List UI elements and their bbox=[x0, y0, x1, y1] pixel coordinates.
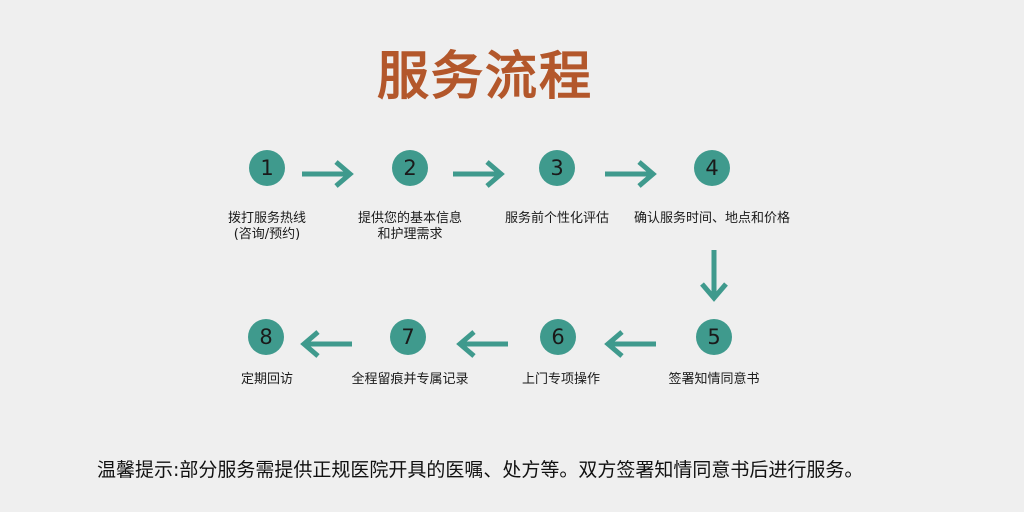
step-8-label: 定期回访 bbox=[240, 372, 293, 387]
arrow-right-icon bbox=[453, 160, 505, 188]
step-2-badge: 2 bbox=[392, 150, 428, 186]
step-3-badge: 3 bbox=[539, 150, 575, 186]
step-6-badge: 6 bbox=[540, 319, 576, 355]
step-1-badge: 1 bbox=[249, 150, 285, 186]
arrow-left-icon bbox=[456, 330, 508, 358]
step-sublabel: 和护理需求 bbox=[377, 227, 443, 242]
notice-text: 温馨提示:部分服务需提供正规医院开具的医嘱、处方等。双方签署知情同意书后进行服务… bbox=[97, 459, 864, 481]
arrow-left-icon bbox=[300, 330, 352, 358]
step-1-label: 拨打服务热线(咨询/预约) bbox=[167, 211, 367, 243]
step-label: 拨打服务热线 bbox=[227, 211, 306, 226]
step-7-label: 全程留痕并专属记录 bbox=[351, 372, 469, 387]
step-5-label: 签署知情同意书 bbox=[668, 372, 760, 387]
step-6-label: 上门专项操作 bbox=[521, 372, 600, 387]
step-label: 提供您的基本信息 bbox=[357, 211, 462, 226]
arrow-left-icon bbox=[604, 330, 656, 358]
step-4-label: 确认服务时间、地点和价格 bbox=[633, 211, 790, 226]
arrow-right-icon bbox=[302, 160, 354, 188]
step-3-label: 服务前个性化评估 bbox=[504, 211, 609, 226]
step-4-badge: 4 bbox=[694, 150, 730, 186]
step-8-badge: 8 bbox=[248, 319, 284, 355]
step-7-badge: 7 bbox=[390, 319, 426, 355]
step-sublabel: (咨询/预约) bbox=[233, 227, 301, 242]
step-5-badge: 5 bbox=[696, 319, 732, 355]
page-title: 服务流程 bbox=[376, 47, 593, 107]
arrow-down-icon bbox=[700, 250, 728, 302]
arrow-right-icon bbox=[605, 160, 657, 188]
step-2-label: 提供您的基本信息和护理需求 bbox=[310, 211, 510, 243]
